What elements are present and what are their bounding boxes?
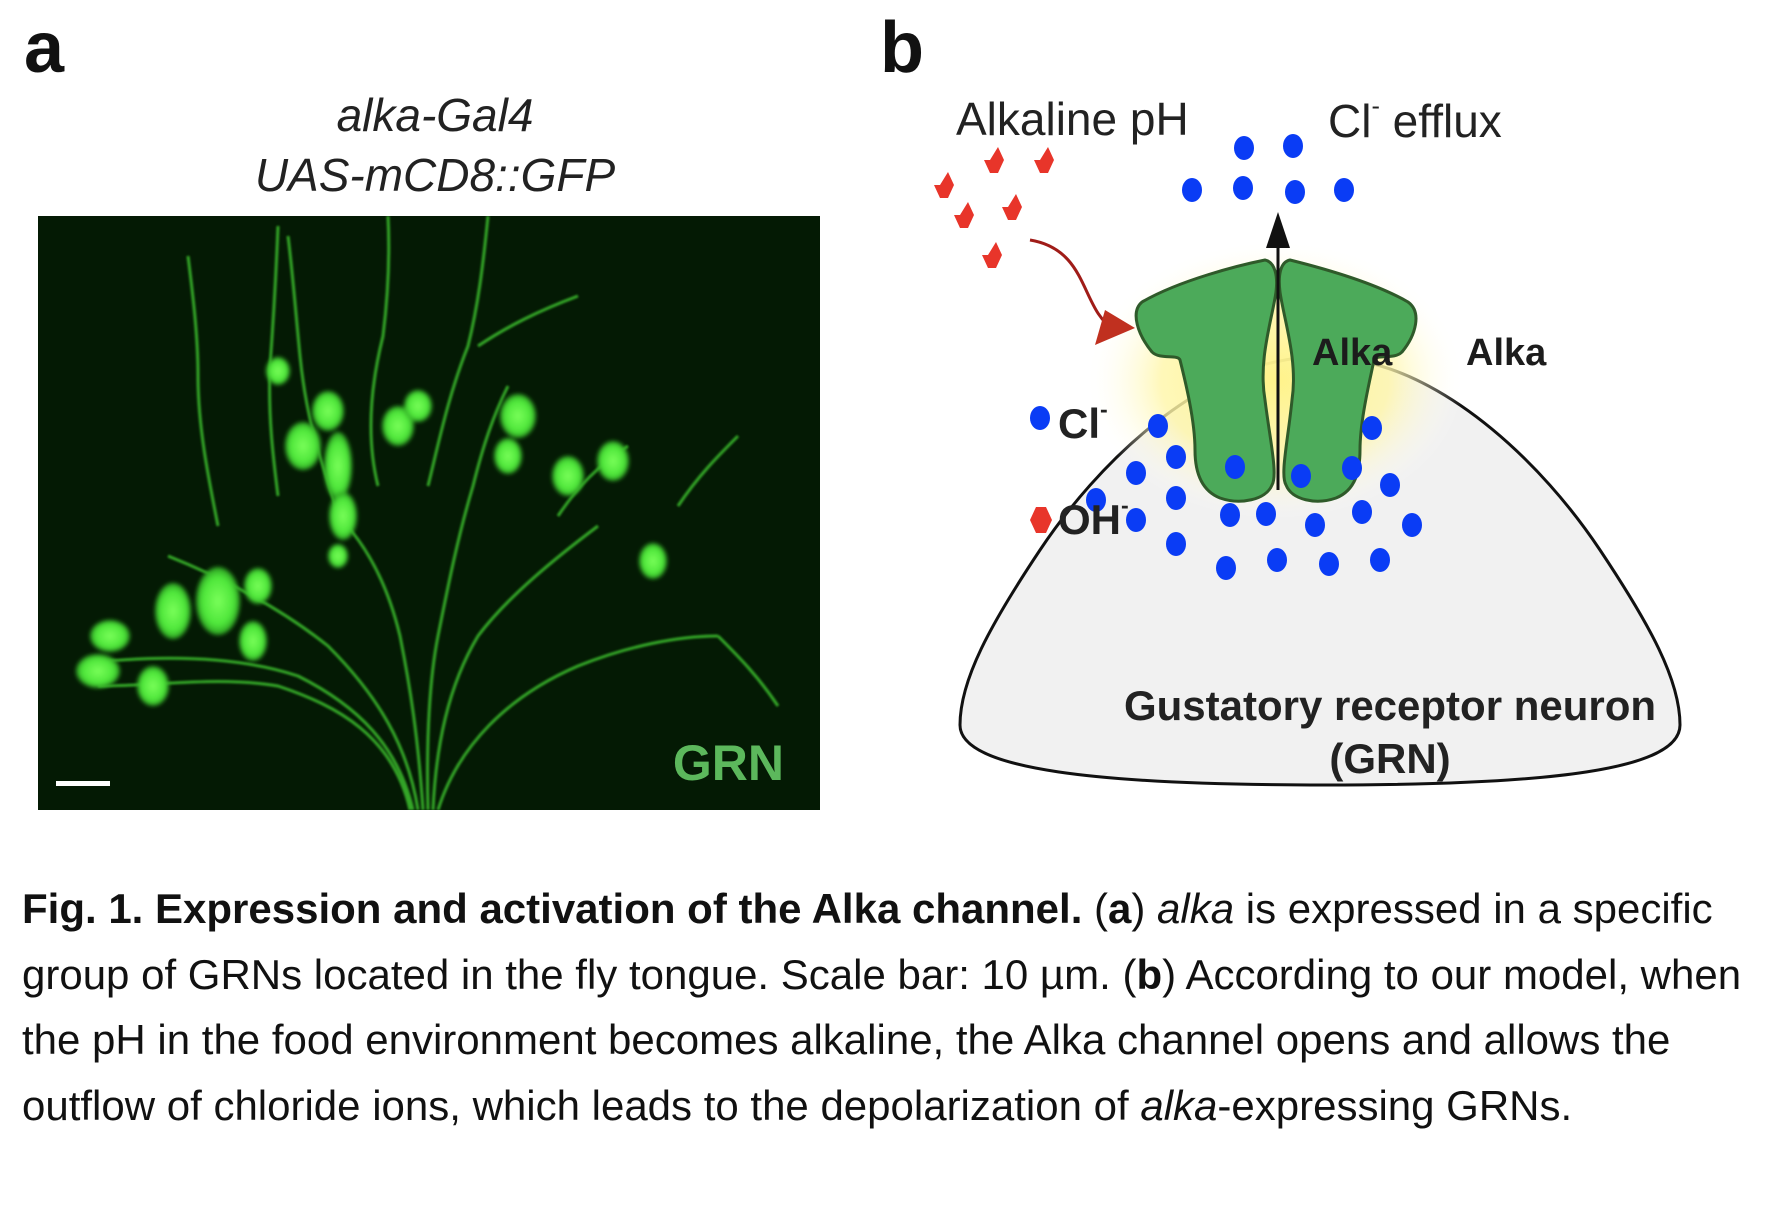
chloride-efflux-label: Cl- efflux	[1328, 92, 1502, 148]
hydroxide-arrow-curve	[1029, 238, 1116, 332]
chloride-ion	[1380, 473, 1400, 497]
caption-a-close: )	[1131, 885, 1158, 932]
caption-a-letter: a	[1108, 885, 1132, 932]
chloride-ion	[1234, 136, 1254, 160]
caption-b-letter: b	[1136, 950, 1163, 998]
chloride-ion	[1319, 552, 1339, 576]
neurites	[97, 216, 780, 810]
diagram-graphics	[934, 134, 1682, 787]
scale-bar	[56, 781, 110, 786]
hydroxide-ion	[982, 242, 1002, 268]
legend-chloride-text: Cl	[1058, 399, 1100, 447]
cl-efflux-base: Cl	[1328, 94, 1372, 147]
chloride-ion	[1182, 178, 1202, 202]
chloride-ions-outside	[1182, 134, 1354, 204]
hydroxide-ions	[934, 147, 1054, 268]
chloride-ion	[1126, 508, 1146, 532]
cl-efflux-rest: efflux	[1379, 94, 1502, 147]
figure-caption: Fig. 1. Expression and activation of the…	[22, 876, 1762, 1138]
chloride-ion	[1233, 176, 1253, 200]
hydroxide-ion	[1034, 147, 1054, 173]
chloride-ion	[1225, 455, 1245, 479]
legend-hydroxide: OH-	[1058, 492, 1129, 544]
chloride-ion	[1283, 134, 1303, 158]
legend-hydroxide-text: OH	[1058, 495, 1121, 543]
chloride-ion	[1256, 502, 1276, 526]
cl-efflux-charge: -	[1371, 92, 1380, 120]
chloride-ion	[1086, 488, 1106, 512]
efflux-arrow-head	[1266, 212, 1290, 248]
chloride-ion	[1305, 513, 1325, 537]
legend-chloride-charge: -	[1100, 396, 1108, 422]
alkaline-ph-label: Alkaline pH	[956, 93, 1189, 145]
caption-b-text: According to our model, when the pH in t…	[22, 950, 1742, 1129]
alka-label-left: Alka	[1312, 332, 1393, 374]
chloride-ion	[1148, 414, 1168, 438]
hydroxide-ion	[1002, 194, 1022, 220]
caption-title: Fig. 1. Expression and activation of the…	[22, 885, 1083, 932]
alka-channel-left	[1134, 258, 1279, 503]
grn-cell-label-line2: (GRN)	[1329, 734, 1451, 782]
legend-hydroxide-charge: -	[1121, 492, 1129, 518]
grn-cell-label: Gustatory receptor neuron (GRN)	[1080, 680, 1700, 785]
hydroxide-ion	[934, 172, 954, 198]
caption-a-open: (	[1082, 885, 1109, 932]
chloride-ion	[1126, 461, 1146, 485]
chloride-ion	[1291, 464, 1311, 488]
caption-b-open: (	[1110, 950, 1137, 998]
chloride-ion	[1342, 456, 1362, 480]
legend-hydroxide-icon	[1030, 507, 1052, 533]
chloride-ion	[1166, 445, 1186, 469]
chloride-ion	[1166, 486, 1186, 510]
chloride-ions-inside	[1086, 414, 1422, 580]
caption-a-text: is expressed in a specific group of GRNs…	[22, 885, 1713, 998]
chloride-ion	[1334, 178, 1354, 202]
hydroxide-ion	[984, 147, 1004, 173]
panel-a-letter: a	[24, 8, 65, 88]
hydroxide-arrow-head	[1095, 310, 1135, 345]
genotype-driver: alka-Gal4	[336, 89, 534, 141]
alka-model-diagram: Alkaline pH Cl- efflux Cl- OH- Alka Alka…	[880, 80, 1772, 840]
grn-cell-label-line1: Gustatory receptor neuron	[1123, 682, 1657, 729]
cell-bodies	[76, 357, 667, 706]
caption-b-close: )	[1162, 950, 1186, 998]
chloride-ion	[1267, 548, 1287, 572]
grn-image-label: GRN	[672, 735, 784, 791]
neuron-image	[76, 216, 780, 810]
caption-b-gene: alka	[1140, 1081, 1218, 1129]
legend-chloride-icon	[1030, 406, 1050, 430]
chloride-ion	[1362, 416, 1382, 440]
chloride-ion	[1402, 513, 1422, 537]
hydroxide-ion	[954, 202, 974, 228]
legend-chloride: Cl-	[1058, 396, 1108, 448]
chloride-ion	[1216, 556, 1236, 580]
gfp-micrograph: GRN	[38, 216, 820, 810]
genotype-reporter: UAS-mCD8::GFP	[254, 149, 616, 201]
chloride-ion	[1370, 548, 1390, 572]
panel-b-letter: b	[880, 8, 924, 88]
alka-label-right: Alka	[1466, 332, 1547, 374]
alka-channel-right	[1277, 258, 1418, 503]
chloride-ion	[1220, 503, 1240, 527]
chloride-ion	[1285, 180, 1305, 204]
caption-b-end: -expressing GRNs.	[1217, 1081, 1573, 1129]
chloride-ion	[1352, 500, 1372, 524]
caption-a-gene: alka	[1157, 885, 1235, 932]
chloride-ion	[1166, 532, 1186, 556]
